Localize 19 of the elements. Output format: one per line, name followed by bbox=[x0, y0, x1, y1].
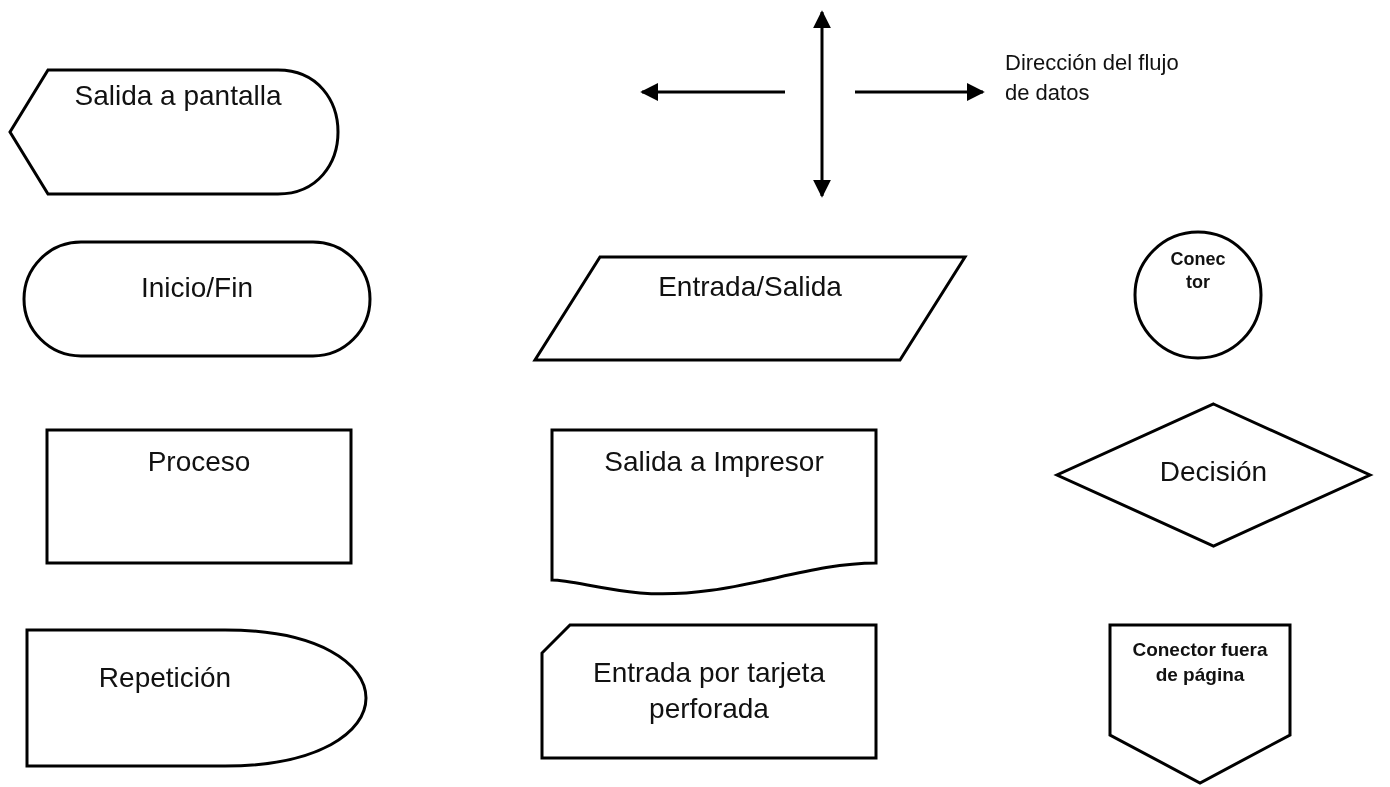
symbol-label: Entrada por tarjeta perforada bbox=[592, 656, 826, 726]
process-box bbox=[45, 428, 353, 565]
connector-circle bbox=[1133, 230, 1263, 360]
note-text: Dirección del flujo de datos bbox=[1005, 49, 1180, 107]
symbol-label: Decisión bbox=[1158, 455, 1269, 489]
decision-diamond bbox=[1055, 402, 1372, 548]
off-page-connector bbox=[1108, 623, 1292, 785]
symbol-label: Salida a pantalla bbox=[73, 79, 283, 113]
symbol-label: Proceso bbox=[146, 445, 252, 479]
symbol-label: Conec tor bbox=[1169, 248, 1227, 294]
symbol-label: Conector fuera de página bbox=[1131, 638, 1269, 687]
terminator-symbol bbox=[22, 240, 372, 358]
punched-card-symbol bbox=[540, 623, 878, 760]
symbol-label: Salida a Impresor bbox=[603, 445, 825, 479]
input-output-symbol bbox=[533, 255, 967, 362]
document-symbol bbox=[550, 428, 878, 595]
symbol-label: Entrada/Salida bbox=[657, 270, 843, 304]
symbol-label: Repetición bbox=[97, 661, 233, 695]
symbol-label: Inicio/Fin bbox=[139, 271, 254, 305]
